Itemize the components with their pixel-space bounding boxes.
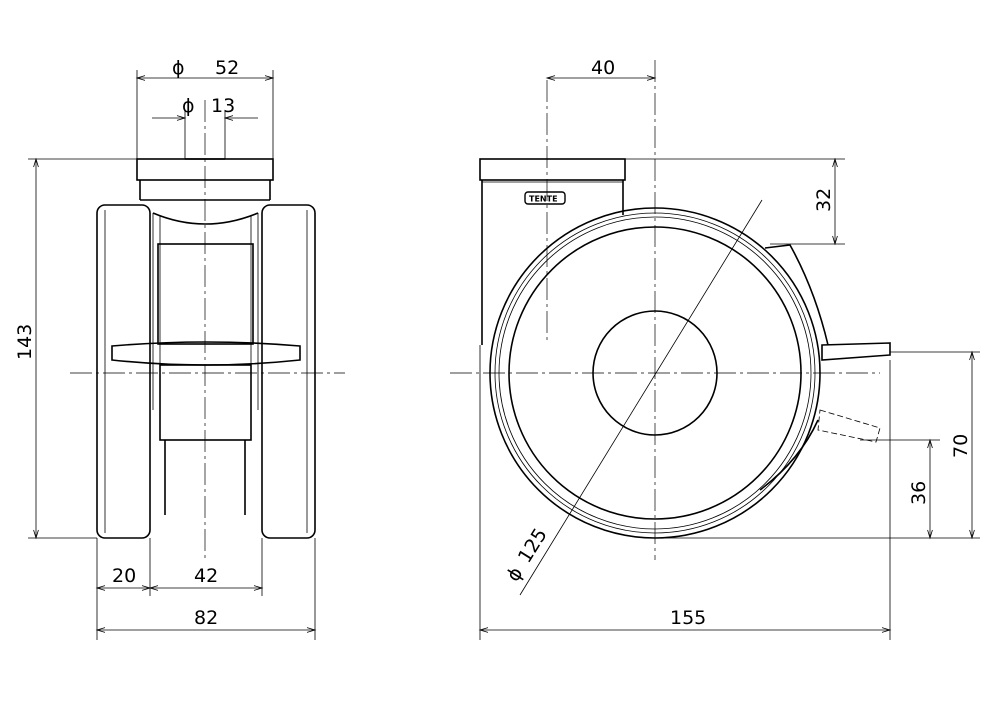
extension-lines xyxy=(625,158,845,245)
front-view: ϕ 52 ϕ 13 143 20 42 82 xyxy=(14,57,345,640)
dim-line-wheel-diameter xyxy=(519,199,763,596)
dim-bore-diameter: 13 xyxy=(211,95,235,117)
extension-lines xyxy=(479,345,891,640)
logo-badge xyxy=(524,191,566,205)
fork-body xyxy=(157,243,254,345)
brake-lever-released xyxy=(817,409,881,443)
dim-wheel-diameter-value: 125 xyxy=(514,524,552,566)
extension-lines xyxy=(136,70,274,159)
mounting-plate xyxy=(479,158,626,181)
tente-logo: TENTE xyxy=(524,191,566,205)
diameter-symbol: ϕ xyxy=(172,57,185,79)
dim-overall-height: 143 xyxy=(14,324,36,360)
left-wheel xyxy=(96,204,151,539)
swivel-body xyxy=(481,180,624,345)
brake-housing xyxy=(759,244,829,491)
dim-inner-spacing: 42 xyxy=(194,565,218,587)
dim-overall-length: 155 xyxy=(670,607,706,629)
diameter-symbol: ϕ xyxy=(182,95,195,117)
dim-plate-height: 32 xyxy=(813,188,835,212)
fork-lower xyxy=(159,364,252,441)
fork-legs xyxy=(152,213,259,410)
extension-lines xyxy=(655,351,980,539)
fork-lower-legs xyxy=(164,440,246,515)
extension-lines xyxy=(28,158,137,539)
dim-brake-lever-height: 70 xyxy=(950,434,972,458)
diameter-symbol: ϕ xyxy=(502,563,527,585)
brake-lever xyxy=(821,342,891,361)
logo-text: TENTE xyxy=(529,195,558,204)
dim-overall-width: 82 xyxy=(194,607,218,629)
dim-offset: 40 xyxy=(591,57,615,79)
dim-brake-lever-low-height: 36 xyxy=(908,481,930,505)
dim-wheel-width: 20 xyxy=(112,565,136,587)
right-wheel xyxy=(261,204,316,539)
dim-plate-diameter: 52 xyxy=(215,57,239,79)
fork-top xyxy=(152,212,259,225)
side-view: TENTE 40 32 70 36 155 ϕ 125 xyxy=(450,57,980,640)
brake-pedal xyxy=(111,341,301,366)
